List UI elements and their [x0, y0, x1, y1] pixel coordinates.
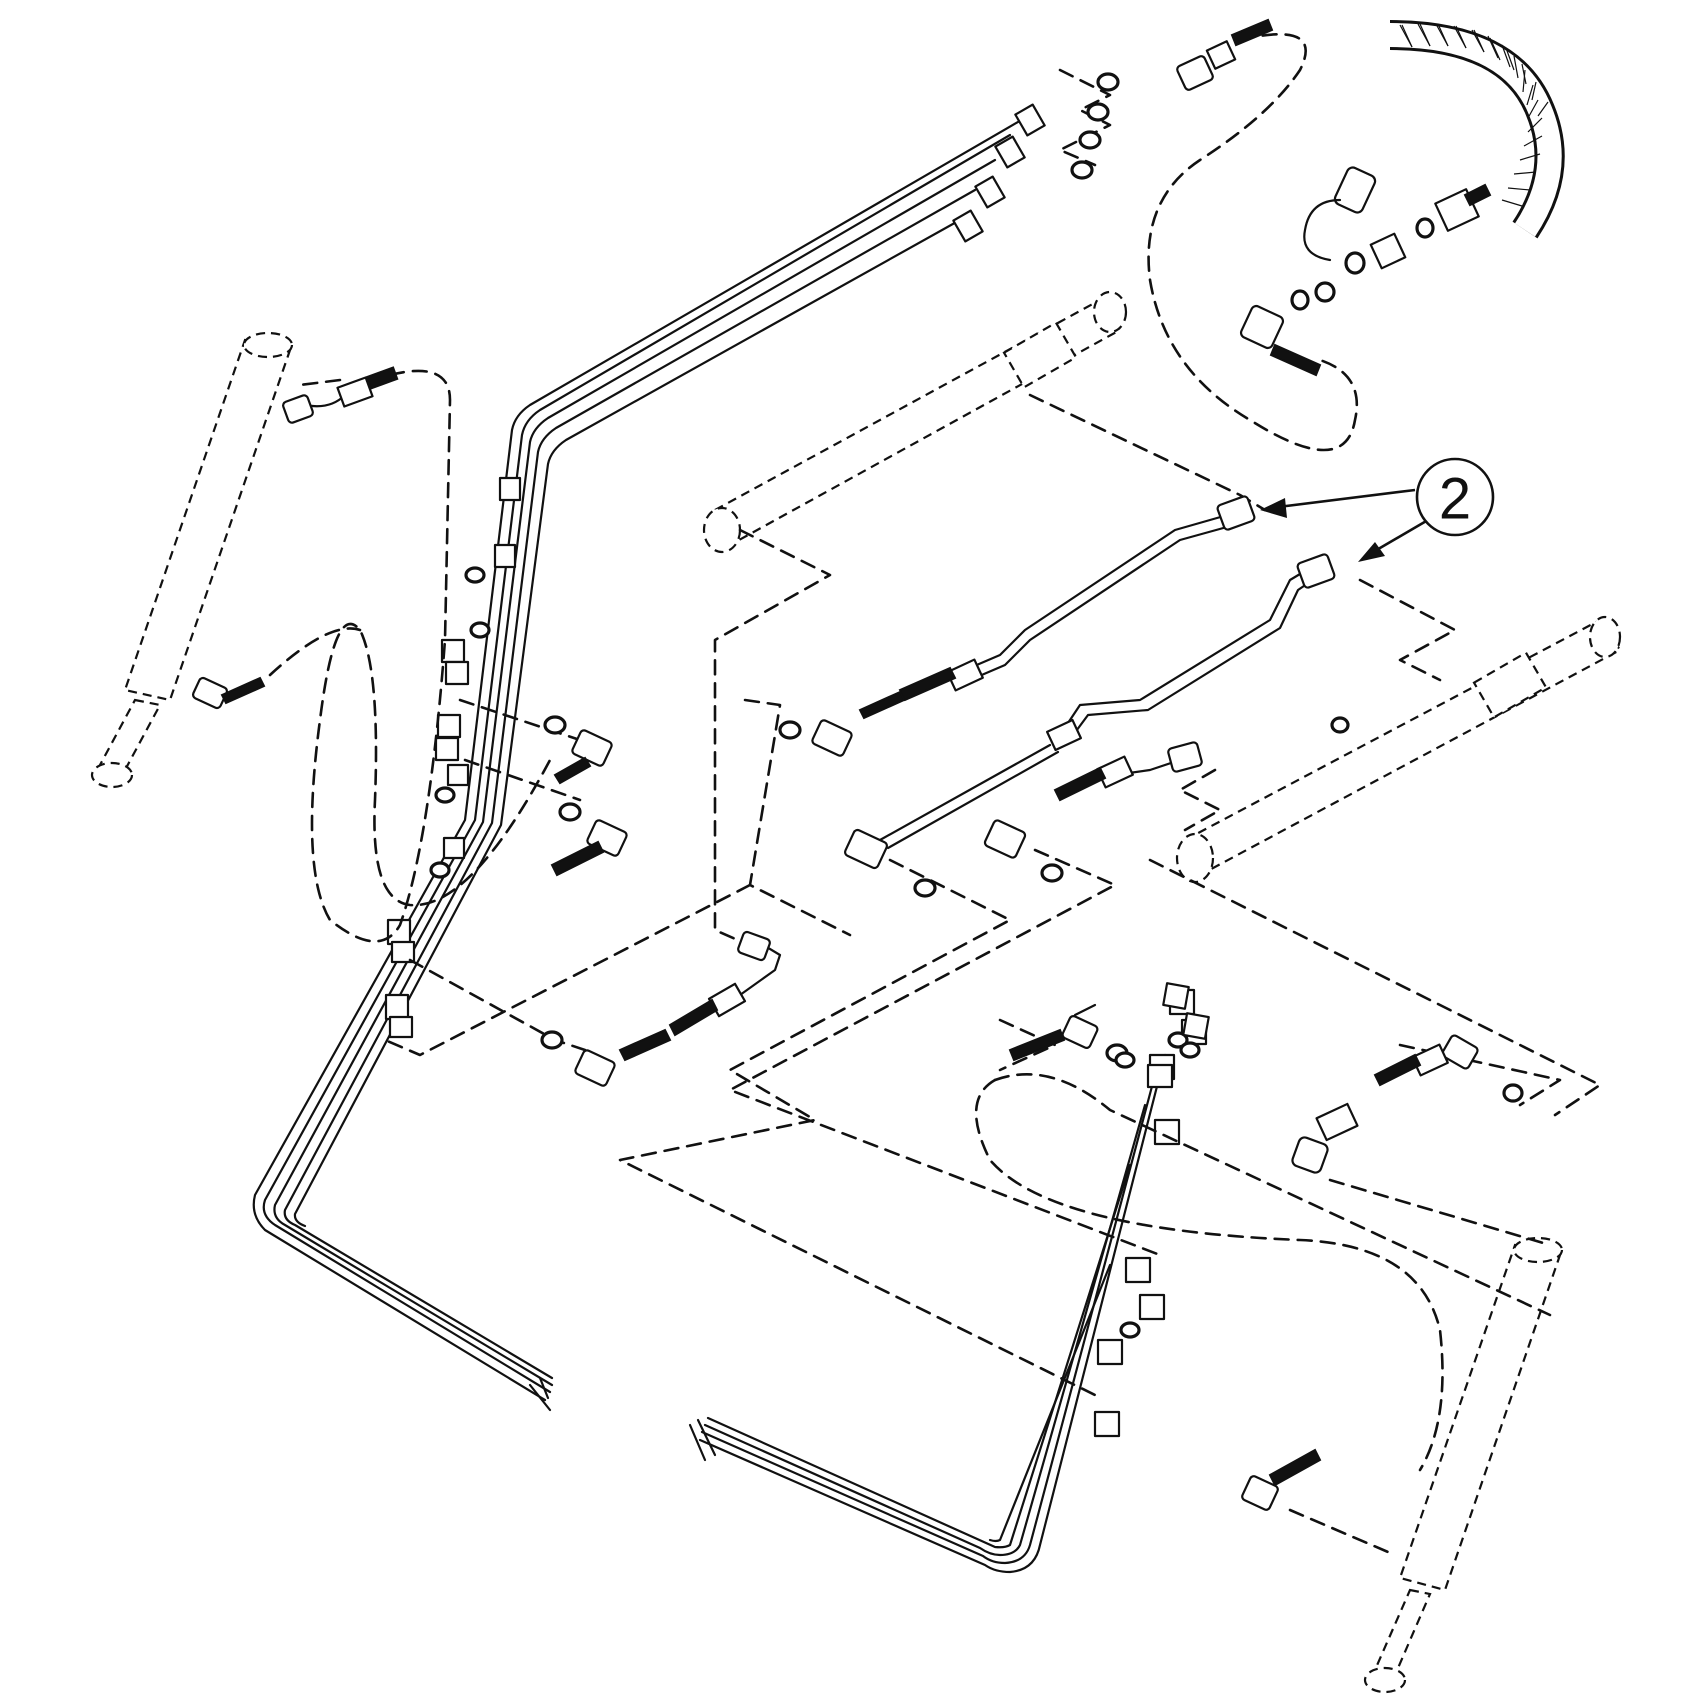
hose-upper-left: [282, 366, 399, 424]
right-lower-hydraulic-cylinder: [1363, 1236, 1564, 1694]
left-tube-bundle: [252, 103, 1046, 1412]
hose-assemblies: [191, 18, 1524, 1511]
bundle-side-fittings: [384, 476, 522, 1039]
callout-2: 2: [1260, 457, 1495, 562]
callout-2-label: 2: [1439, 467, 1471, 532]
bundle-top-fittings: [952, 103, 1046, 243]
lower-center-fittings: [1114, 982, 1210, 1089]
dashed-routing-lines: [268, 32, 1602, 1557]
hose-left-elbows: [550, 729, 628, 877]
hose-part-2-lower: [843, 553, 1336, 870]
hose-left-middle: [191, 676, 266, 710]
braided-hose-sleeve: [1389, 20, 1565, 239]
top-right-fittings: [1070, 18, 1274, 180]
hose-lower-right: [1291, 1034, 1524, 1174]
right-tube-bundle: [688, 988, 1208, 1574]
callout-2-circle: [1415, 457, 1495, 537]
hose-part-2-upper: [811, 495, 1256, 757]
upper-center-cylinder: [702, 290, 1128, 554]
right-center-cylinder: [1175, 615, 1622, 884]
left-hydraulic-cylinder: [90, 331, 294, 789]
hose-center-lower: [574, 930, 782, 1087]
top-right-sensor: [1239, 166, 1492, 377]
hose-bottom-right-long: [1241, 1448, 1322, 1511]
hose-center-right: [983, 741, 1203, 859]
o-rings: [540, 715, 1350, 1050]
